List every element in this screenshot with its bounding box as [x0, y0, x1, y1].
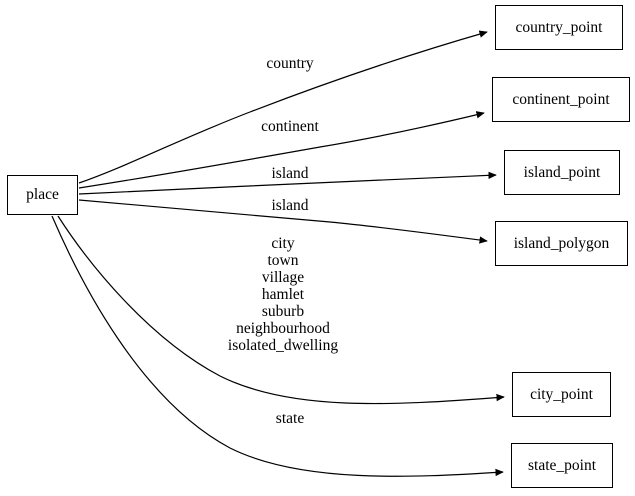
- graph-edge-place-to-island_point: [78, 171, 497, 195]
- graph-node-label: place: [26, 186, 59, 204]
- graph-edge-place-to-country_point: [78, 30, 488, 184]
- graph-edge-place-to-island_polygon: [78, 199, 488, 244]
- graph-node-island_polygon[interactable]: island_polygon: [495, 221, 628, 266]
- graph-node-city_point[interactable]: city_point: [512, 372, 611, 417]
- graph-node-country_point[interactable]: country_point: [495, 5, 623, 50]
- graph-node-place[interactable]: place: [7, 175, 78, 215]
- graph-node-label: country_point: [515, 18, 603, 36]
- graph-edge-label-place-to-continent_point: continent: [261, 118, 319, 135]
- graph-node-state_point[interactable]: state_point: [511, 443, 613, 488]
- graph-edge-label-place-to-island_point: island: [271, 165, 309, 182]
- graph-node-label: island_point: [523, 163, 601, 181]
- graph-edge-label-place-to-island_polygon: island: [271, 197, 309, 214]
- graph-node-label: city_point: [530, 385, 593, 403]
- graph-node-continent_point[interactable]: continent_point: [492, 77, 630, 122]
- graph-edge-place-to-state_point: [51, 215, 504, 477]
- graph-node-label: state_point: [527, 456, 597, 474]
- graph-edge-label-place-to-country_point: country: [266, 55, 314, 72]
- graph-edge-place-to-city_point: [57, 215, 505, 405]
- graph-edge-label-place-to-city_point: city town village hamlet suburb neighbou…: [227, 235, 339, 354]
- graph-edge-label-place-to-state_point: state: [275, 410, 305, 427]
- graph-node-label: island_polygon: [513, 234, 610, 252]
- graph-node-label: continent_point: [512, 90, 610, 108]
- graph-node-island_point[interactable]: island_point: [504, 150, 620, 195]
- graph-edge-place-to-continent_point: [78, 111, 485, 189]
